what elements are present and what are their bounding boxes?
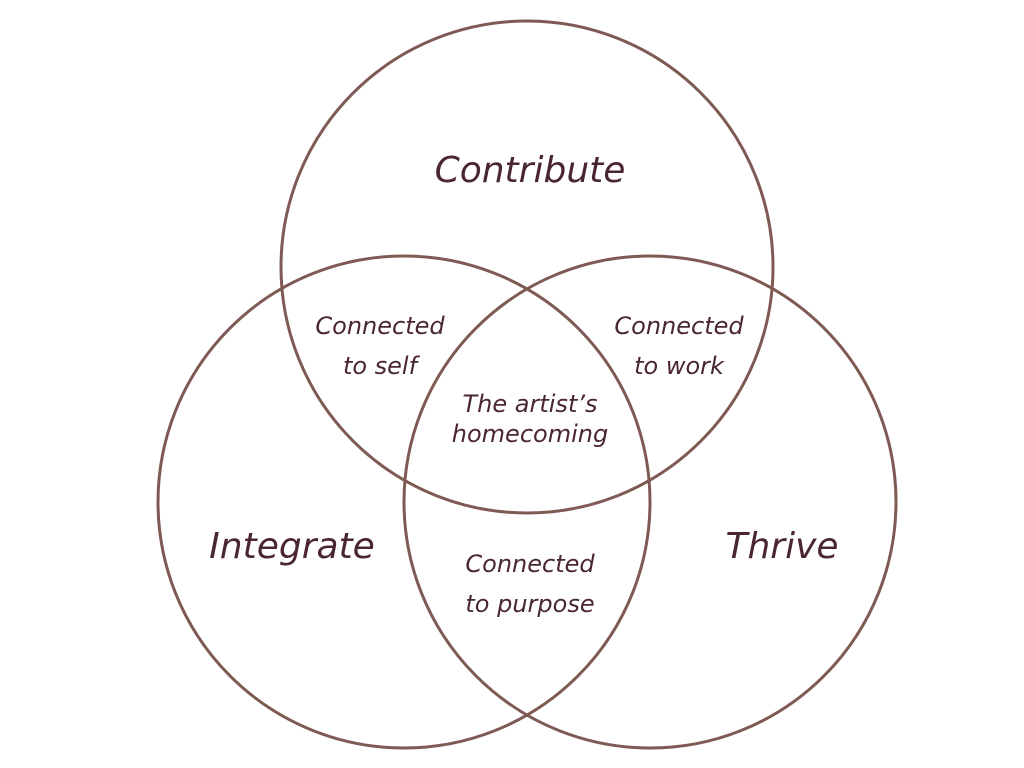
overlap-label-self-line-1: Connected xyxy=(315,312,445,340)
set-label-contribute: Contribute xyxy=(435,150,626,191)
set-label-integrate: Integrate xyxy=(209,526,375,567)
center-label-line-2: homecoming xyxy=(452,420,608,448)
overlap-label-purpose-line-1: Connected xyxy=(465,550,595,578)
circle-thrive xyxy=(402,254,898,750)
overlap-label-work-line-2: to work xyxy=(634,352,725,380)
overlap-label-self-line-2: to self xyxy=(343,352,421,380)
overlap-label-purpose-line-2: to purpose xyxy=(465,590,594,618)
center-label-line-1: The artist’s xyxy=(463,390,598,418)
circle-contribute xyxy=(279,19,775,515)
circle-integrate xyxy=(156,254,652,750)
overlap-label-work-line-1: Connected xyxy=(614,312,744,340)
set-label-thrive: Thrive xyxy=(725,526,838,567)
